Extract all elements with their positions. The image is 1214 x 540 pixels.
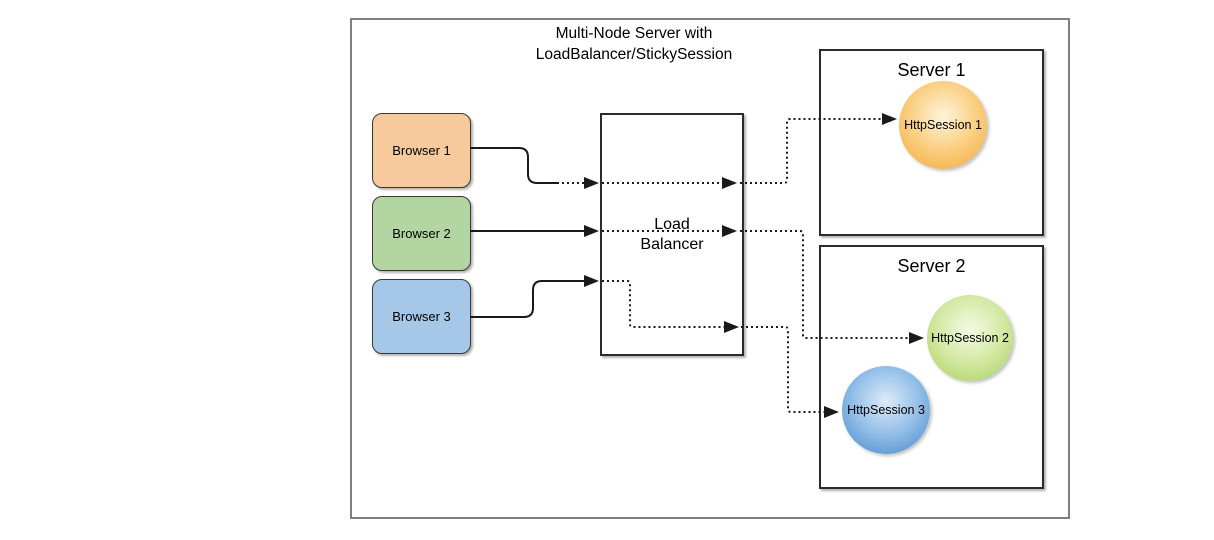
node-httpsession-1-label: HttpSession 1 [904, 118, 982, 132]
node-httpsession-3: HttpSession 3 [842, 366, 930, 454]
node-httpsession-2: HttpSession 2 [927, 295, 1013, 381]
node-httpsession-1: HttpSession 1 [899, 81, 987, 169]
node-browser-3: Browser 3 [372, 279, 471, 354]
node-load-balancer-label: Load Balancer [640, 215, 704, 253]
node-browser-2: Browser 2 [372, 196, 471, 271]
node-browser-1-label: Browser 1 [392, 143, 451, 158]
node-browser-2-label: Browser 2 [392, 226, 451, 241]
container-server-2-label: Server 2 [897, 256, 966, 276]
diagram-title-line2: LoadBalancer/StickySession [535, 46, 733, 63]
container-server-2: Server 2 [819, 245, 1044, 489]
container-server-1-label: Server 1 [897, 60, 966, 80]
diagram-title: Multi-Node Server with LoadBalancer/Stic… [484, 23, 784, 65]
node-httpsession-2-label: HttpSession 2 [931, 331, 1009, 345]
node-load-balancer: Load Balancer [600, 113, 744, 356]
diagram-title-line1: Multi-Node Server with [555, 25, 713, 42]
node-browser-3-label: Browser 3 [392, 309, 451, 324]
node-browser-1: Browser 1 [372, 113, 471, 188]
node-httpsession-3-label: HttpSession 3 [847, 403, 925, 417]
